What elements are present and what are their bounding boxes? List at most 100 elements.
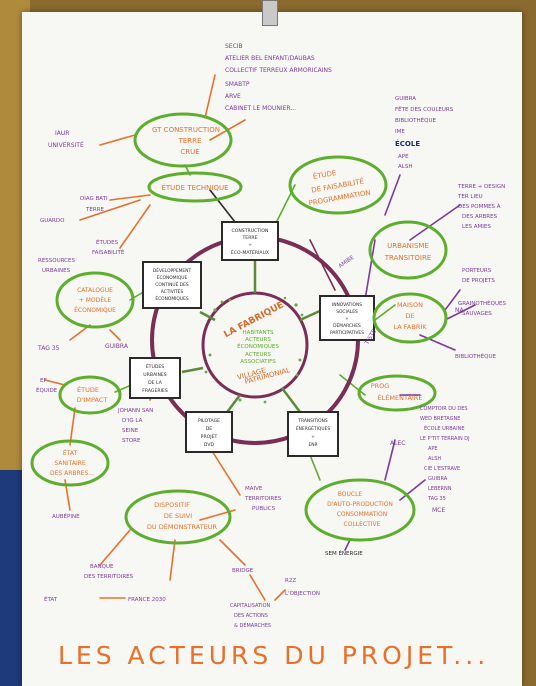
box-text: ACTIVITÉS bbox=[161, 287, 184, 295]
note-aubepine: AUBÉPINE bbox=[52, 512, 80, 520]
connector bbox=[444, 304, 476, 321]
box-text: CONSTRUCTION bbox=[232, 228, 269, 234]
note-comptoir: COMPTOIR DU DES WED BRETAGNE ÉCOLE URBAI… bbox=[420, 406, 470, 514]
note-line: STORE bbox=[122, 438, 141, 444]
box-etudes-urbaines: ÉTUDES URBAINES DE LA FRAGERIES bbox=[129, 357, 181, 399]
note-secib: SECIB ATELIER BEL ENFANT/DAUBAS COLLECTI… bbox=[225, 43, 332, 112]
note-capitalisation: CAPITALISATION DES ACTIONS & DÉMARCHES bbox=[230, 603, 271, 629]
foliage-dot bbox=[294, 303, 298, 307]
note-line: EF bbox=[40, 378, 47, 384]
note-line: GRAINOTHÈQUES bbox=[458, 299, 506, 307]
box-text: + bbox=[345, 316, 349, 322]
note-line: ÉQUIDE bbox=[36, 386, 58, 394]
note-line: URBAINES bbox=[42, 268, 71, 274]
oval-frame bbox=[58, 375, 122, 415]
note-diag-bati: DIAG BATI TERRE bbox=[80, 196, 108, 213]
oval-text: ÉTUDE bbox=[77, 385, 99, 394]
foliage-dot bbox=[300, 313, 304, 317]
connector bbox=[99, 529, 131, 566]
oval-text: D'IMPACT bbox=[77, 396, 108, 404]
note-line: UNIVERSITÉ bbox=[48, 141, 84, 149]
box-pilotage: PILOTAGE DE PROJET DVD bbox=[185, 411, 233, 453]
note-line: FRANCE 2030 bbox=[128, 597, 166, 603]
poster-sheet bbox=[22, 12, 522, 686]
box-text: SOCIALES bbox=[336, 309, 358, 315]
note-line: MCE bbox=[432, 507, 445, 514]
box-text: CONTINUÉ DES bbox=[155, 280, 189, 288]
oval-frame bbox=[304, 478, 416, 542]
center-label-line: ASSOCIATIFS bbox=[240, 359, 276, 365]
note-tag35: TAG 35 bbox=[37, 345, 60, 352]
note-line: COLLECTIF TERREUX ARMORICAINS bbox=[225, 67, 332, 74]
note-iaur: IAUR UNIVERSITÉ bbox=[48, 130, 84, 149]
oval-text: MAISON bbox=[397, 301, 423, 309]
oval-frame bbox=[368, 220, 448, 280]
note-line: DES TERRITOIRES bbox=[84, 574, 134, 580]
box-text: ÉTUDES bbox=[146, 362, 165, 370]
note-guibra-ecole: GUIBRA FÊTE DES COULEURS BIBLIOTHÈQUE IM… bbox=[395, 96, 454, 170]
oval-text: DISPOSITIF bbox=[154, 501, 190, 509]
oval-etude-impact: ÉTUDE D'IMPACT bbox=[58, 375, 122, 415]
connector bbox=[109, 329, 121, 341]
note-line: ÉCOLE bbox=[395, 139, 420, 148]
connector bbox=[409, 204, 461, 241]
box-text: DVD bbox=[204, 442, 215, 448]
oval-frame bbox=[124, 489, 232, 545]
note-maive: MAIVE TERRITOIRES PUBLICS bbox=[244, 486, 282, 512]
oval-text: GT CONSTRUCTION bbox=[152, 126, 220, 134]
note-line: SAUVAGES bbox=[462, 311, 492, 317]
oval-text: URBANISME bbox=[387, 242, 429, 250]
box-text: TRANSITIONS bbox=[297, 418, 328, 424]
note-etudes-faisabilite: ÉTUDES FAISABILITÉ bbox=[92, 238, 125, 256]
note-line: CAPITALISATION bbox=[230, 603, 271, 609]
box-construction: CONSTRUCTION TERRE + ÉCO-MATÉRIAUX bbox=[221, 221, 279, 261]
connector bbox=[44, 379, 66, 386]
box-frame bbox=[287, 411, 339, 457]
box-text: TERRE bbox=[242, 235, 258, 241]
note-line: ÉCOLE URBAINE bbox=[424, 424, 464, 432]
box-text: ÉCONOMIQUES bbox=[155, 294, 189, 302]
foliage-dot bbox=[295, 373, 299, 377]
note-line: GUIBRA bbox=[395, 96, 416, 102]
oval-text: CATALOGUE bbox=[77, 287, 113, 294]
foliage-dots bbox=[204, 296, 304, 404]
note-line: SMABTP bbox=[225, 81, 250, 88]
oval-text: ÉTUDE bbox=[312, 168, 337, 181]
oval-dispositif: DISPOSITIF DE SUIVI DU DÉMONSTRATEUR bbox=[124, 489, 232, 545]
connector bbox=[419, 334, 456, 351]
oval-text: ÉLÉMENTAIRE bbox=[378, 393, 423, 402]
oval-frame bbox=[147, 171, 243, 203]
oval-prog-elementaire: PROG ÉLÉMENTAIRE bbox=[357, 374, 437, 412]
connector bbox=[169, 539, 176, 581]
oval-text: BOUCLE bbox=[338, 491, 363, 498]
connector bbox=[384, 174, 401, 216]
foliage-dot bbox=[204, 370, 208, 374]
note-guardo: GUARDO bbox=[40, 218, 65, 224]
note-line: R2Z bbox=[285, 578, 296, 584]
box-frame bbox=[185, 411, 233, 453]
note-line: LEBERNN bbox=[428, 486, 452, 492]
box-developpement: DÉVELOPPEMENT ÉCONOMIQUE CONTINUÉ DES AC… bbox=[142, 261, 202, 309]
box-frame bbox=[319, 295, 375, 341]
connector bbox=[204, 74, 216, 119]
note-line: LE P'TIT TERRAIN DJ bbox=[420, 436, 470, 442]
oval-text: SANITAIRE bbox=[54, 460, 86, 467]
box-text: PARTICIPATIVES bbox=[330, 330, 364, 336]
note-guibra-2: GUIBRA bbox=[105, 343, 129, 350]
note-line: DES ARBRES bbox=[462, 214, 498, 220]
oval-text: CONSOMMATION bbox=[337, 511, 388, 518]
box-frame bbox=[221, 221, 279, 261]
box-innovations: INNOVATIONS SOCIALES + DÉMARCHES PARTICI… bbox=[319, 295, 375, 341]
oval-boucle: BOUCLE D'AUTO-PRODUCTION CONSOMMATION CO… bbox=[304, 478, 416, 542]
oval-text: D'AUTO-PRODUCTION bbox=[327, 501, 393, 508]
connector bbox=[309, 454, 321, 481]
oval-text: TRANSITOIRE bbox=[384, 254, 432, 262]
connector bbox=[444, 289, 461, 311]
box-text: ÉNERGÉTIQUES bbox=[296, 424, 330, 432]
note-amibe: AMIBE bbox=[338, 254, 356, 269]
oval-text: TERRE bbox=[178, 137, 202, 145]
box-text: INNOVATIONS bbox=[332, 302, 362, 308]
note-line: ATELIER BEL ENFANT/DAUBAS bbox=[225, 55, 315, 62]
note-line: DIAG BATI bbox=[80, 196, 108, 202]
box-text: DÉVELOPPEMENT bbox=[153, 266, 192, 274]
